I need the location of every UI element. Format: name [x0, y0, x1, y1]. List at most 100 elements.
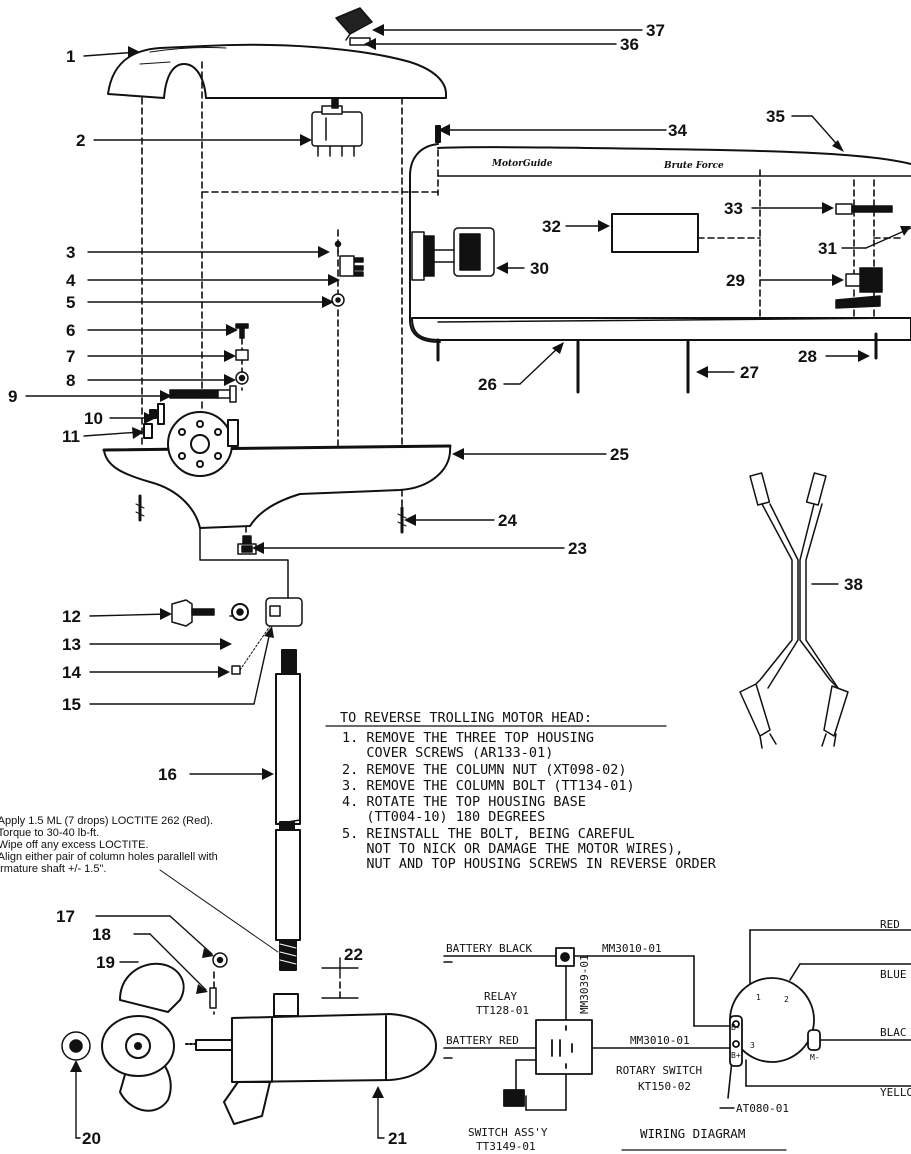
- callout-3: 3: [66, 243, 75, 262]
- callout-1: 1: [66, 47, 75, 66]
- callout-10: 10: [84, 409, 103, 428]
- callout-6: 6: [66, 321, 75, 340]
- callout-14: 14: [62, 663, 81, 682]
- battery-black-label: BATTERY BLACK: [446, 942, 532, 955]
- top-housing-cover: [107, 43, 447, 99]
- mm3010-mid-label: MM3010-01: [630, 1034, 690, 1047]
- callout-2: 2: [76, 131, 85, 150]
- callout-18: 18: [92, 925, 111, 944]
- callout-24: 24: [498, 511, 517, 530]
- callout-37: 37: [646, 21, 665, 40]
- brand-motorguide: MotorGuide: [491, 159, 553, 169]
- instructions-title: TO REVERSE TROLLING MOTOR HEAD:: [340, 710, 592, 726]
- base-housing: [102, 403, 452, 534]
- callout-17: 17: [56, 907, 75, 926]
- prop-nut: [61, 1031, 91, 1061]
- instruction-line-4: 3. REMOVE THE COLUMN BOLT (TT134-01): [342, 778, 635, 794]
- pedal-switch: [411, 227, 495, 281]
- instruction-line-2: COVER SCREWS (AR133-01): [342, 745, 553, 761]
- callout-38: 38: [844, 575, 863, 594]
- prop-pin-washer: [209, 952, 228, 1009]
- terminal-b-plus: B+: [731, 1051, 741, 1060]
- column-path: [199, 527, 289, 599]
- mm3010-top-label: MM3010-01: [602, 942, 662, 955]
- wire-red-label: RED: [880, 918, 900, 931]
- callout-5: 5: [66, 293, 75, 312]
- callout-32: 32: [542, 217, 561, 236]
- mm3039-label: MM3039-01: [578, 954, 591, 1014]
- relay-label: RELAY: [484, 990, 517, 1003]
- note-line-5: armature shaft +/- 1.5".: [0, 863, 106, 875]
- wire-yellow-label: YELLO: [880, 1086, 911, 1099]
- instruction-line-1: 1. REMOVE THE THREE TOP HOUSING: [342, 730, 594, 746]
- battery-red-label: BATTERY RED: [446, 1034, 519, 1047]
- wire-blue-label: BLUE: [880, 968, 907, 981]
- steering-collar: [171, 597, 303, 675]
- pedal-connector: [835, 267, 883, 309]
- callout-25: 25: [610, 445, 629, 464]
- at080-label: AT080-01: [736, 1102, 789, 1115]
- hardware-stack: [235, 240, 364, 385]
- note-line-3: -Wipe off any excess LOCTITE.: [0, 839, 148, 851]
- column-tube: [275, 649, 301, 971]
- note-line-2: -Torque to 30-40 lb-ft.: [0, 827, 99, 839]
- callout-28: 28: [798, 347, 817, 366]
- reverse-head-instructions: TO REVERSE TROLLING MOTOR HEAD: 1. REMOV…: [325, 710, 717, 872]
- pedal-screws: [436, 332, 878, 394]
- callout-31: 31: [818, 239, 837, 258]
- wire-black-label: BLAC: [880, 1026, 907, 1039]
- instruction-line-5: 4. ROTATE THE TOP HOUSING BASE: [342, 794, 586, 810]
- terminal-b-minus: B-: [731, 1023, 741, 1032]
- column-nut: [237, 535, 257, 555]
- relay-part-label: TT128-01: [476, 1004, 529, 1017]
- plug-cap: [335, 7, 373, 46]
- foot-pedal-housing: [409, 125, 911, 343]
- callout-19: 19: [96, 953, 115, 972]
- terminal-m: M-: [810, 1053, 820, 1062]
- terminal-3: 3: [750, 1041, 755, 1050]
- wiring-components: [503, 947, 821, 1107]
- callout-8: 8: [66, 371, 75, 390]
- rotary-switch-part-label: KT150-02: [638, 1080, 691, 1093]
- callout-15: 15: [62, 695, 81, 714]
- callout-30: 30: [530, 259, 549, 278]
- callout-27: 27: [740, 363, 759, 382]
- callout-9: 9: [8, 387, 17, 406]
- wiring-lines: [443, 929, 911, 1111]
- callout-36: 36: [620, 35, 639, 54]
- wiring-diagram: BATTERY BLACK MM3010-01 MM3039-01 RELAY …: [443, 918, 911, 1153]
- propeller: [101, 962, 185, 1112]
- note-line-1: -Apply 1.5 ML (7 drops) LOCTITE 262 (Red…: [0, 815, 213, 827]
- pedal-screw: [835, 203, 893, 215]
- callout-4: 4: [66, 271, 76, 290]
- leader-arrows: [70, 24, 911, 1098]
- callout-34: 34: [668, 121, 687, 140]
- note-line-4: -Align either pair of column holes paral…: [0, 851, 218, 863]
- brand-brute-force: Brute Force: [663, 161, 724, 171]
- callout-21: 21: [388, 1129, 407, 1148]
- terminal-2: 2: [784, 995, 789, 1004]
- callout-13: 13: [62, 635, 81, 654]
- instruction-line-8: NOT TO NICK OR DAMAGE THE MOTOR WIRES),: [342, 841, 683, 857]
- leader-lines: [25, 29, 911, 1139]
- callout-26: 26: [478, 375, 497, 394]
- callout-numbers: 1 2 3 4 5 6 7 8 9 10 11 12 13 14 15 16 1…: [8, 21, 863, 1148]
- callout-11: 11: [62, 427, 80, 446]
- wiring-diagram-title: WIRING DIAGRAM: [640, 1126, 745, 1141]
- callout-16: 16: [158, 765, 177, 784]
- instruction-line-7: 5. REINSTALL THE BOLT, BEING CAREFUL: [342, 826, 635, 842]
- switch-assy-part-label: TT3149-01: [476, 1140, 536, 1153]
- instruction-line-9: NUT AND TOP HOUSING SCREWS IN REVERSE OR…: [342, 856, 717, 872]
- callout-22: 22: [344, 945, 363, 964]
- loctite-note: -Apply 1.5 ML (7 drops) LOCTITE 262 (Red…: [0, 815, 218, 875]
- lower-unit-motor: [185, 993, 437, 1125]
- switch-assy-label: SWITCH ASS'Y: [468, 1126, 548, 1139]
- pedal-insert: [611, 213, 699, 253]
- callout-20: 20: [82, 1129, 101, 1148]
- terminal-1: 1: [756, 993, 761, 1002]
- battery-leads: [739, 472, 849, 749]
- instruction-line-3: 2. REMOVE THE COLUMN NUT (XT098-02): [342, 762, 626, 778]
- instruction-line-6: (TT004-10) 180 DEGREES: [342, 809, 545, 825]
